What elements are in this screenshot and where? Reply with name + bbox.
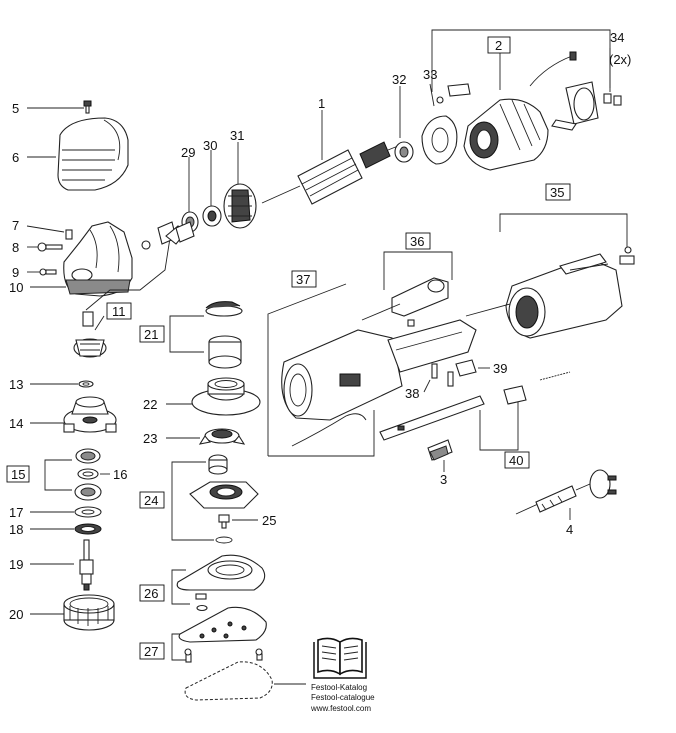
part-36-switch bbox=[361, 251, 453, 327]
part-19-shaft bbox=[30, 539, 94, 591]
part-38-screws bbox=[423, 363, 454, 393]
part-10-gear-head bbox=[30, 221, 133, 297]
part-20-ring bbox=[30, 594, 115, 631]
label-13: 13 bbox=[9, 377, 23, 392]
part-40-slider bbox=[379, 371, 571, 451]
label-box-36 bbox=[405, 232, 431, 250]
part-24-assembly bbox=[171, 454, 259, 544]
part-32-bearing bbox=[394, 86, 414, 163]
abrasive-sheet bbox=[184, 661, 306, 701]
label-20: 20 bbox=[9, 607, 23, 622]
part-23-clamp bbox=[166, 428, 246, 445]
label-6: 6 bbox=[12, 150, 19, 165]
label-10: 10 bbox=[9, 280, 23, 295]
catalog-line-2: Festool-catalogue bbox=[311, 693, 375, 702]
part-25-screw bbox=[218, 514, 258, 529]
part-27-plate bbox=[171, 606, 267, 663]
part-8-screw bbox=[27, 242, 63, 252]
label-box-11 bbox=[106, 302, 132, 320]
part-26-pad bbox=[171, 554, 266, 612]
part-15-bearing-set bbox=[44, 448, 110, 501]
label-2: 2 bbox=[495, 38, 502, 53]
label-box-26 bbox=[139, 584, 165, 602]
part-21-bearing-set bbox=[169, 301, 243, 369]
book-icon bbox=[313, 637, 367, 679]
label-40: 40 bbox=[509, 453, 523, 468]
label-32: 32 bbox=[392, 72, 406, 87]
label-8: 8 bbox=[12, 240, 19, 255]
label-18: 18 bbox=[9, 522, 23, 537]
part-33-plate bbox=[421, 83, 471, 165]
label-5: 5 bbox=[12, 101, 19, 116]
part-4-cable bbox=[515, 469, 617, 520]
label-23: 23 bbox=[143, 431, 157, 446]
part-17-washer bbox=[30, 506, 102, 518]
label-box-37 bbox=[291, 270, 317, 288]
catalog-line-3: www.festool.com bbox=[310, 704, 371, 713]
label-34-note: (2x) bbox=[609, 52, 631, 67]
part-2-stator bbox=[463, 51, 577, 171]
part-29-bearing bbox=[181, 157, 199, 233]
part-pinion bbox=[165, 221, 195, 245]
part-14-bearing-flange bbox=[30, 396, 117, 433]
label-19: 19 bbox=[9, 557, 23, 572]
label-38: 38 bbox=[405, 386, 419, 401]
part-9-screw bbox=[27, 268, 57, 276]
label-21: 21 bbox=[144, 327, 158, 342]
label-22: 22 bbox=[143, 397, 157, 412]
part-7-screw bbox=[26, 225, 73, 240]
part-34-screws bbox=[603, 48, 622, 106]
label-33: 33 bbox=[423, 67, 437, 82]
label-14: 14 bbox=[9, 416, 23, 431]
label-11: 11 bbox=[112, 304, 126, 319]
part-39-clip bbox=[455, 359, 490, 377]
part-18-circlip bbox=[30, 523, 102, 535]
part-5-screw bbox=[27, 100, 92, 114]
part-bracket bbox=[431, 29, 611, 131]
label-31: 31 bbox=[230, 128, 244, 143]
label-3: 3 bbox=[440, 472, 447, 487]
label-17: 17 bbox=[9, 505, 23, 520]
part-31-fan bbox=[223, 142, 257, 229]
label-24: 24 bbox=[144, 493, 158, 508]
label-4: 4 bbox=[566, 522, 573, 537]
part-30-washer bbox=[202, 150, 222, 227]
part-13-washer bbox=[30, 380, 94, 388]
label-34: 34 bbox=[610, 30, 624, 45]
label-15: 15 bbox=[11, 467, 25, 482]
part-3-button bbox=[427, 439, 453, 472]
label-box-24 bbox=[139, 491, 165, 509]
label-box-21 bbox=[139, 325, 165, 343]
label-30: 30 bbox=[203, 138, 217, 153]
catalog-line-1: Festool-Katalog bbox=[311, 683, 367, 692]
label-16: 16 bbox=[113, 467, 127, 482]
label-37: 37 bbox=[296, 272, 310, 287]
part-35-motor-housing bbox=[465, 213, 635, 339]
label-9: 9 bbox=[12, 265, 19, 280]
label-26: 26 bbox=[144, 586, 158, 601]
label-box-27 bbox=[139, 642, 165, 660]
label-box-15 bbox=[6, 465, 30, 483]
label-1: 1 bbox=[318, 96, 325, 111]
label-box-40 bbox=[504, 451, 530, 469]
part-1-armature bbox=[261, 110, 399, 205]
label-29: 29 bbox=[181, 145, 195, 160]
label-25: 25 bbox=[262, 513, 276, 528]
part-11-assembly bbox=[73, 221, 177, 358]
part-22-flange bbox=[166, 377, 261, 416]
part-6-cover bbox=[27, 117, 129, 191]
part-37-main-housing bbox=[267, 283, 477, 457]
label-35: 35 bbox=[550, 185, 564, 200]
label-39: 39 bbox=[493, 361, 507, 376]
label-7: 7 bbox=[12, 218, 19, 233]
label-box-35 bbox=[545, 183, 571, 201]
label-box-2 bbox=[487, 36, 511, 54]
label-36: 36 bbox=[410, 234, 424, 249]
label-27: 27 bbox=[144, 644, 158, 659]
